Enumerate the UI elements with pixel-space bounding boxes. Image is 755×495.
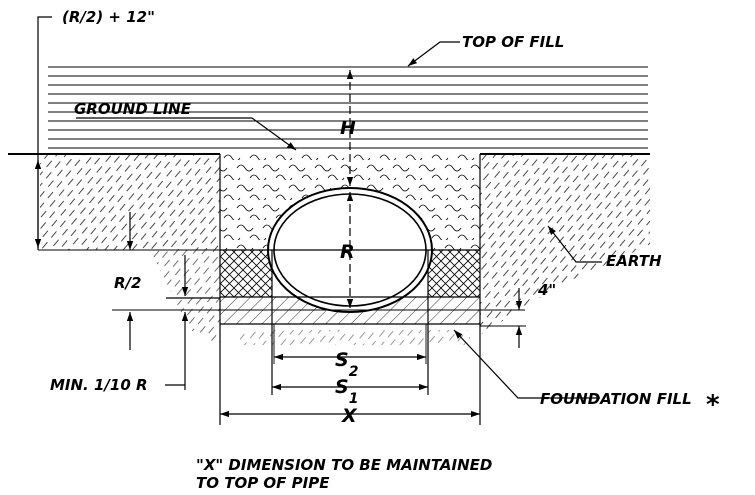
note-line-1: "X" DIMENSION TO BE MAINTAINED [196,456,492,474]
label-r-half: R/2 [114,274,141,292]
label-top-of-fill: TOP OF FILL [462,33,564,51]
label-min-tenth-r: MIN. 1/10 R [50,376,148,394]
earth-left [40,155,220,250]
label-s1: S1 [335,376,358,407]
label-s2-sub: 2 [349,364,359,380]
bedding-right [428,250,480,297]
label-r-half-plus-12: (R/2) + 12" [62,8,155,26]
bedding-left [220,250,272,297]
leader-earth [547,225,602,263]
label-ground-line: GROUND LINE [74,100,192,118]
note-line-2: TO TOP OF PIPE [196,474,330,492]
label-h: H [340,117,356,139]
label-s1-main: S [335,376,349,398]
label-s1-sub: 1 [349,391,359,407]
label-earth: EARTH [606,252,662,270]
label-foundation-fill: FOUNDATION FILL [540,390,692,408]
earth-right [480,155,650,335]
leader-top-of-fill [407,41,460,67]
label-s2: S2 [335,349,358,380]
leader-ground-line [76,117,297,151]
label-asterisk: * [706,390,720,420]
earth-mid-low [240,330,470,345]
label-four-inch: 4" [537,281,556,299]
dim-r-half-plus-12 [34,16,52,250]
label-r: R [340,241,355,263]
label-s2-main: S [335,349,349,371]
label-x: X [341,405,358,427]
leader-foundation-fill [453,329,600,399]
